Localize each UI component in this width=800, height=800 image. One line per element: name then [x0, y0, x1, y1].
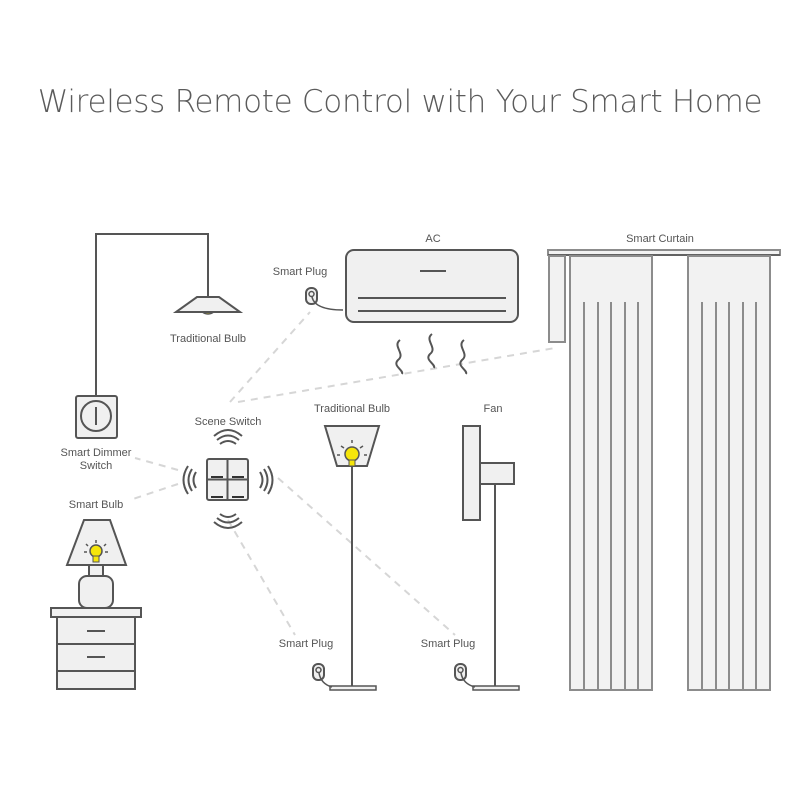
scene-switch-icon[interactable]: [206, 458, 249, 501]
link-to-fan-plug: [277, 477, 456, 636]
air-conditioner-icon[interactable]: [345, 249, 519, 323]
curtain-pleats: [583, 302, 757, 690]
nightstand-icon: [50, 607, 142, 690]
floor-lamp-icon[interactable]: [323, 425, 381, 691]
label-smart-curtain: Smart Curtain: [626, 233, 694, 245]
label-smart-bulb: Smart Bulb: [69, 499, 123, 511]
link-to-smart-bulb: [129, 483, 179, 501]
airflow-icon: [395, 333, 468, 375]
smart-plug-icon[interactable]: [312, 663, 333, 688]
curtain-icon[interactable]: [547, 249, 781, 691]
label-smart-dimmer-line2: Switch: [80, 460, 112, 472]
label-fan: Fan: [484, 403, 503, 415]
smart-plug-icon[interactable]: [454, 663, 476, 688]
wireless-signal-icon: [182, 429, 274, 529]
dimmer-switch-icon[interactable]: [75, 395, 118, 439]
label-scene-switch: Scene Switch: [195, 416, 262, 428]
pendant-lamp-icon: [95, 233, 244, 400]
label-traditional-bulb-ceiling: Traditional Bulb: [170, 333, 246, 345]
wireless-links: [129, 311, 556, 636]
label-smart-dimmer-line1: Smart Dimmer: [61, 447, 132, 459]
link-to-curtain: [237, 347, 556, 403]
page-title: Wireless Remote Control with Your Smart …: [37, 84, 763, 120]
link-to-floor-lamp-plug: [227, 519, 296, 636]
label-smart-plug-ac: Smart Plug: [273, 266, 327, 278]
label-ac: AC: [425, 233, 440, 245]
link-to-dimmer: [134, 457, 179, 471]
smart-plug-icon[interactable]: [305, 287, 344, 311]
label-traditional-bulb-floor: Traditional Bulb: [314, 403, 390, 415]
fan-icon[interactable]: [462, 425, 520, 691]
label-smart-plug-floor-lamp: Smart Plug: [279, 638, 333, 650]
link-to-ac-plug: [229, 311, 311, 403]
table-lamp-icon[interactable]: [65, 519, 128, 609]
label-smart-plug-fan: Smart Plug: [421, 638, 475, 650]
bulb-rays: [337, 440, 367, 456]
bulb-rays: [84, 540, 108, 553]
